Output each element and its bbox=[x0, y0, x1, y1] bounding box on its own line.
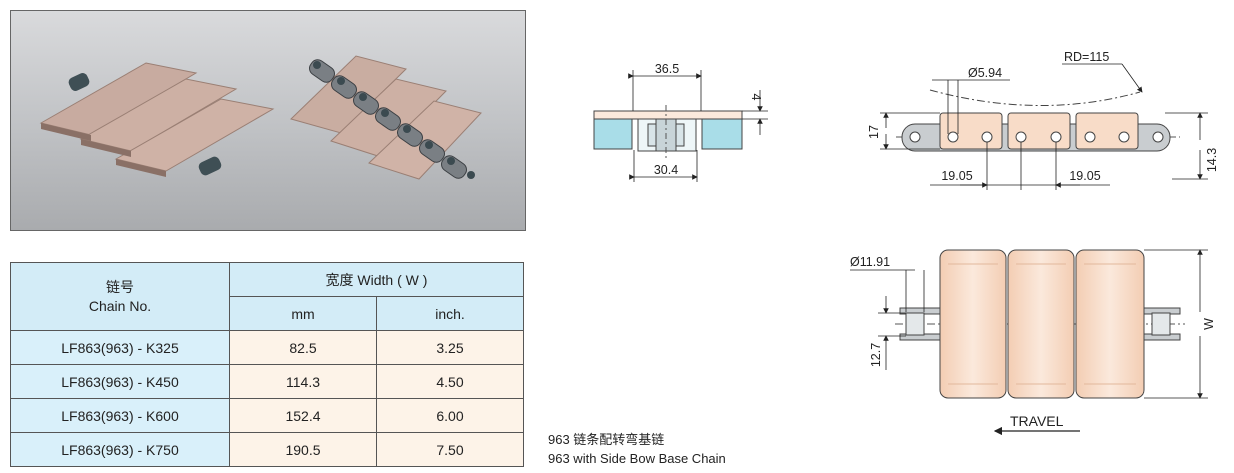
caption-en: 963 with Side Bow Base Chain bbox=[548, 451, 726, 466]
side-chain-height: 14.3 bbox=[1205, 148, 1219, 172]
chain-cell: LF863(963) - K750 bbox=[10, 432, 230, 467]
inch-cell: 3.25 bbox=[376, 330, 524, 365]
mm-cell: 152.4 bbox=[229, 398, 377, 433]
side-pitch-right: 19.05 bbox=[1069, 169, 1100, 183]
side-bend-radius: RD=115 bbox=[1064, 50, 1109, 64]
header-chain-no: 链号 Chain No. bbox=[10, 262, 230, 331]
header-width: 宽度 Width ( W ) bbox=[229, 262, 524, 297]
spec-table: 链号 Chain No. 宽度 Width ( W ) mm inch. LF8… bbox=[10, 262, 524, 467]
inch-cell: 4.50 bbox=[376, 364, 524, 399]
side-bow-chain bbox=[290, 55, 482, 180]
header-inch: inch. bbox=[376, 296, 524, 331]
travel-label: TRAVEL bbox=[1010, 413, 1064, 429]
top-roller-dia: Ø11.91 bbox=[850, 255, 890, 269]
header-chain-en: Chain No. bbox=[88, 297, 152, 314]
front-inner-width: 30.4 bbox=[654, 163, 678, 177]
mm-cell: 114.3 bbox=[229, 364, 377, 399]
table-row: LF863(963) - K450 114.3 4.50 bbox=[10, 364, 524, 399]
side-view: Ø5.94 RD=115 17 19.05 19.05 14.3 bbox=[867, 50, 1219, 190]
table-row: LF863(963) - K750 190.5 7.50 bbox=[10, 432, 524, 467]
front-top-width: 36.5 bbox=[655, 62, 679, 76]
header-chain-cn: 链号 bbox=[106, 278, 134, 295]
flat-top-plates bbox=[39, 62, 275, 177]
header-mm: mm bbox=[229, 296, 377, 331]
inch-cell: 7.50 bbox=[376, 432, 524, 467]
side-height: 17 bbox=[867, 125, 881, 139]
side-pitch-left: 19.05 bbox=[941, 169, 972, 183]
caption-cn: 963 链条配转弯基链 bbox=[548, 432, 665, 447]
chain-photo-illustration bbox=[39, 55, 482, 180]
front-thickness: 4 bbox=[749, 94, 763, 101]
front-view: 36.5 4 30.4 bbox=[593, 62, 768, 182]
top-view: Ø11.91 12.7 W TRAVEL bbox=[850, 249, 1216, 436]
chain-cell: LF863(963) - K325 bbox=[10, 330, 230, 365]
mm-cell: 190.5 bbox=[229, 432, 377, 467]
top-width-label: W bbox=[1202, 318, 1216, 330]
chain-cell: LF863(963) - K450 bbox=[10, 364, 230, 399]
top-offset: 12.7 bbox=[869, 343, 883, 367]
product-photo bbox=[10, 10, 526, 231]
table-row: LF863(963) - K325 82.5 3.25 bbox=[10, 330, 524, 365]
inch-cell: 6.00 bbox=[376, 398, 524, 433]
side-pin-dia: Ø5.94 bbox=[968, 66, 1002, 80]
